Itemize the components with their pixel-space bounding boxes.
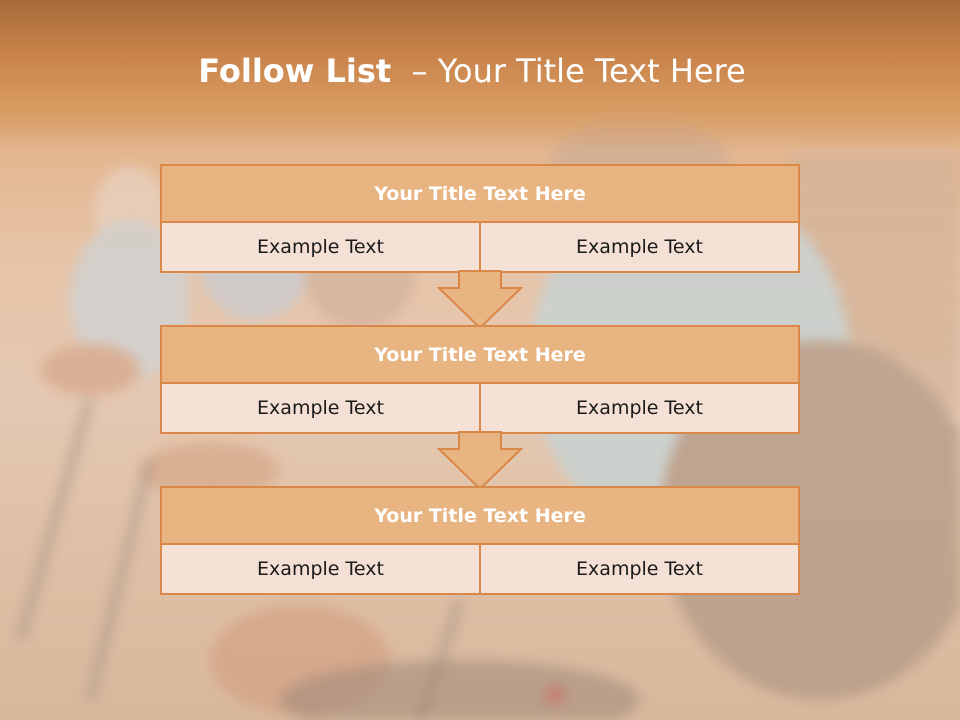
box-cell-right: Example Text	[479, 545, 798, 593]
box-cell-left: Example Text	[162, 223, 479, 271]
list-box-3: Your Title Text Here Example Text Exampl…	[160, 486, 800, 595]
box-cell-right: Example Text	[479, 384, 798, 432]
header-band	[0, 0, 960, 150]
list-box-2: Your Title Text Here Example Text Exampl…	[160, 325, 800, 434]
box-title: Your Title Text Here	[162, 166, 798, 223]
box-title: Your Title Text Here	[162, 327, 798, 384]
box-row: Example Text Example Text	[162, 223, 798, 271]
down-arrow-icon	[437, 431, 523, 491]
down-arrow-icon	[437, 270, 523, 330]
box-cell-left: Example Text	[162, 545, 479, 593]
box-row: Example Text Example Text	[162, 545, 798, 593]
box-cell-left: Example Text	[162, 384, 479, 432]
box-title: Your Title Text Here	[162, 488, 798, 545]
title-subtitle: – Your Title Text Here	[391, 52, 746, 90]
title-main: Follow List	[198, 52, 392, 90]
page-title: Follow List – Your Title Text Here	[0, 52, 944, 90]
box-row: Example Text Example Text	[162, 384, 798, 432]
list-box-1: Your Title Text Here Example Text Exampl…	[160, 164, 800, 273]
box-cell-right: Example Text	[479, 223, 798, 271]
